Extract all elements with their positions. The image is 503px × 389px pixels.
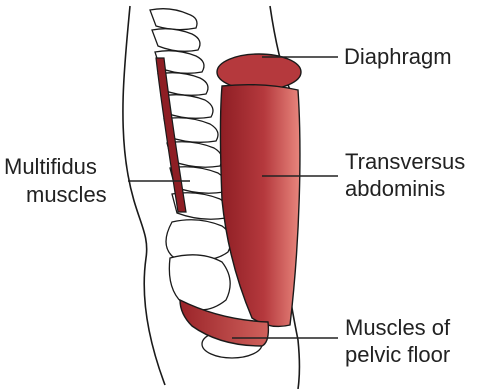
multifidus-label-line-1: Multifidus xyxy=(4,153,97,180)
pelvic-floor-label-line-2: pelvic floor xyxy=(345,341,450,368)
pelvis-bone xyxy=(169,255,230,310)
multifidus-label-line-2: muscles xyxy=(26,181,107,208)
diaphragm-label: Diaphragm xyxy=(344,43,452,70)
vertebra xyxy=(152,29,200,52)
vertebra xyxy=(150,9,197,30)
transversus-label-line-1: Transversus xyxy=(345,148,465,175)
pelvic-floor-label-line-1: Muscles of xyxy=(345,314,450,341)
transversus-abdominis-muscle xyxy=(221,85,300,327)
transversus-label-line-2: abdominis xyxy=(345,175,445,202)
